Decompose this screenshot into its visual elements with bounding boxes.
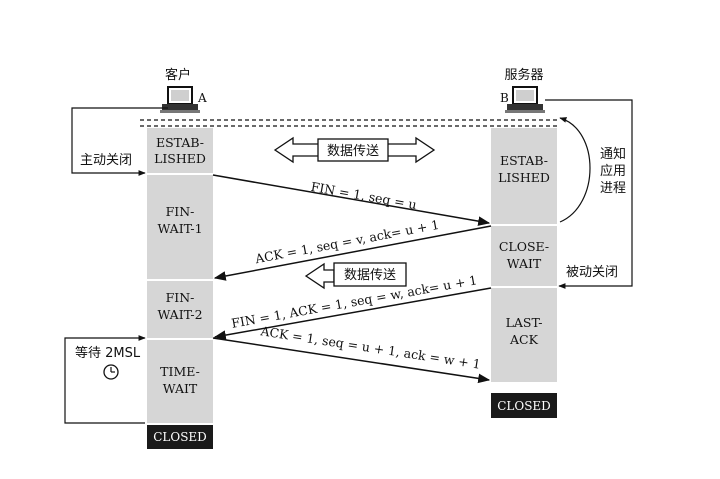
server-state-2-line2: WAIT bbox=[507, 256, 542, 271]
notify-app-line1: 通知 bbox=[600, 146, 626, 162]
active-close-label: 主动关闭 bbox=[80, 153, 132, 168]
client-state-column bbox=[147, 128, 213, 423]
client-state-4-line1: TIME- bbox=[160, 364, 200, 379]
data-transfer-double-arrow bbox=[273, 136, 436, 164]
client-state-fin-wait-2 bbox=[147, 281, 213, 338]
server-state-last-ack bbox=[491, 288, 557, 382]
server-state-1-line2: LISHED bbox=[498, 170, 550, 185]
client-state-fin-wait-1 bbox=[147, 175, 213, 279]
client-state-established bbox=[147, 128, 213, 173]
server-state-column bbox=[491, 128, 557, 382]
passive-close-arrow bbox=[545, 99, 633, 289]
client-state-1-line2: LISHED bbox=[154, 151, 206, 166]
server-state-established bbox=[491, 128, 557, 224]
client-closed-badge bbox=[147, 425, 213, 449]
server-state-3-line1: LAST- bbox=[506, 315, 543, 330]
client-title: 客户 bbox=[165, 67, 191, 83]
notify-app-line3: 进程 bbox=[600, 181, 626, 196]
server-host-label: B bbox=[500, 91, 509, 105]
client-state-3-line2: WAIT-2 bbox=[157, 307, 202, 322]
wait-2msl-label: 等待 2MSL bbox=[75, 345, 141, 361]
clock-icon bbox=[103, 364, 119, 380]
server-title: 服务器 bbox=[504, 67, 543, 83]
fin1-arrow bbox=[212, 174, 491, 226]
server-closed-badge bbox=[491, 393, 557, 418]
server-state-close-wait bbox=[491, 226, 557, 286]
data-transfer-left-arrow bbox=[304, 262, 407, 290]
client-state-2-line2: WAIT-1 bbox=[157, 221, 202, 236]
client-state-1-line1: ESTAB- bbox=[156, 135, 204, 150]
data-transfer-label-top: 数据传送 bbox=[327, 144, 379, 159]
server-state-1-line1: ESTAB- bbox=[500, 153, 548, 168]
client-state-4-line2: WAIT bbox=[163, 381, 198, 396]
client-host-label: A bbox=[197, 91, 207, 105]
ack2-arrow bbox=[212, 337, 491, 384]
data-transfer-label-bottom: 数据传送 bbox=[344, 268, 396, 283]
notify-app-line2: 应用 bbox=[600, 163, 626, 179]
wait-2msl-arrow bbox=[64, 335, 146, 424]
client-state-time-wait bbox=[147, 340, 213, 423]
server-closed-label: CLOSED bbox=[497, 399, 551, 413]
active-close-arrow bbox=[71, 107, 168, 176]
passive-close-label: 被动关闭 bbox=[566, 265, 618, 280]
client-state-3-line1: FIN- bbox=[166, 290, 195, 305]
client-closed-label: CLOSED bbox=[153, 430, 207, 444]
client-state-2-line1: FIN- bbox=[166, 204, 195, 219]
ack2-message: ACK = 1, seq = u + 1, ack = w + 1 bbox=[259, 323, 482, 372]
ack1-message: ACK = 1, seq = v, ack= u + 1 bbox=[253, 217, 440, 267]
notify-app-curved-arrow bbox=[559, 117, 591, 223]
fin2-arrow bbox=[213, 287, 492, 340]
server-computer-icon bbox=[505, 86, 545, 113]
client-computer-icon bbox=[160, 86, 200, 113]
server-state-3-line2: ACK bbox=[509, 332, 539, 347]
fin1-message: FIN = 1, seq = u bbox=[310, 179, 418, 212]
ack1-arrow bbox=[213, 225, 492, 281]
server-state-2-line1: CLOSE- bbox=[499, 239, 549, 254]
